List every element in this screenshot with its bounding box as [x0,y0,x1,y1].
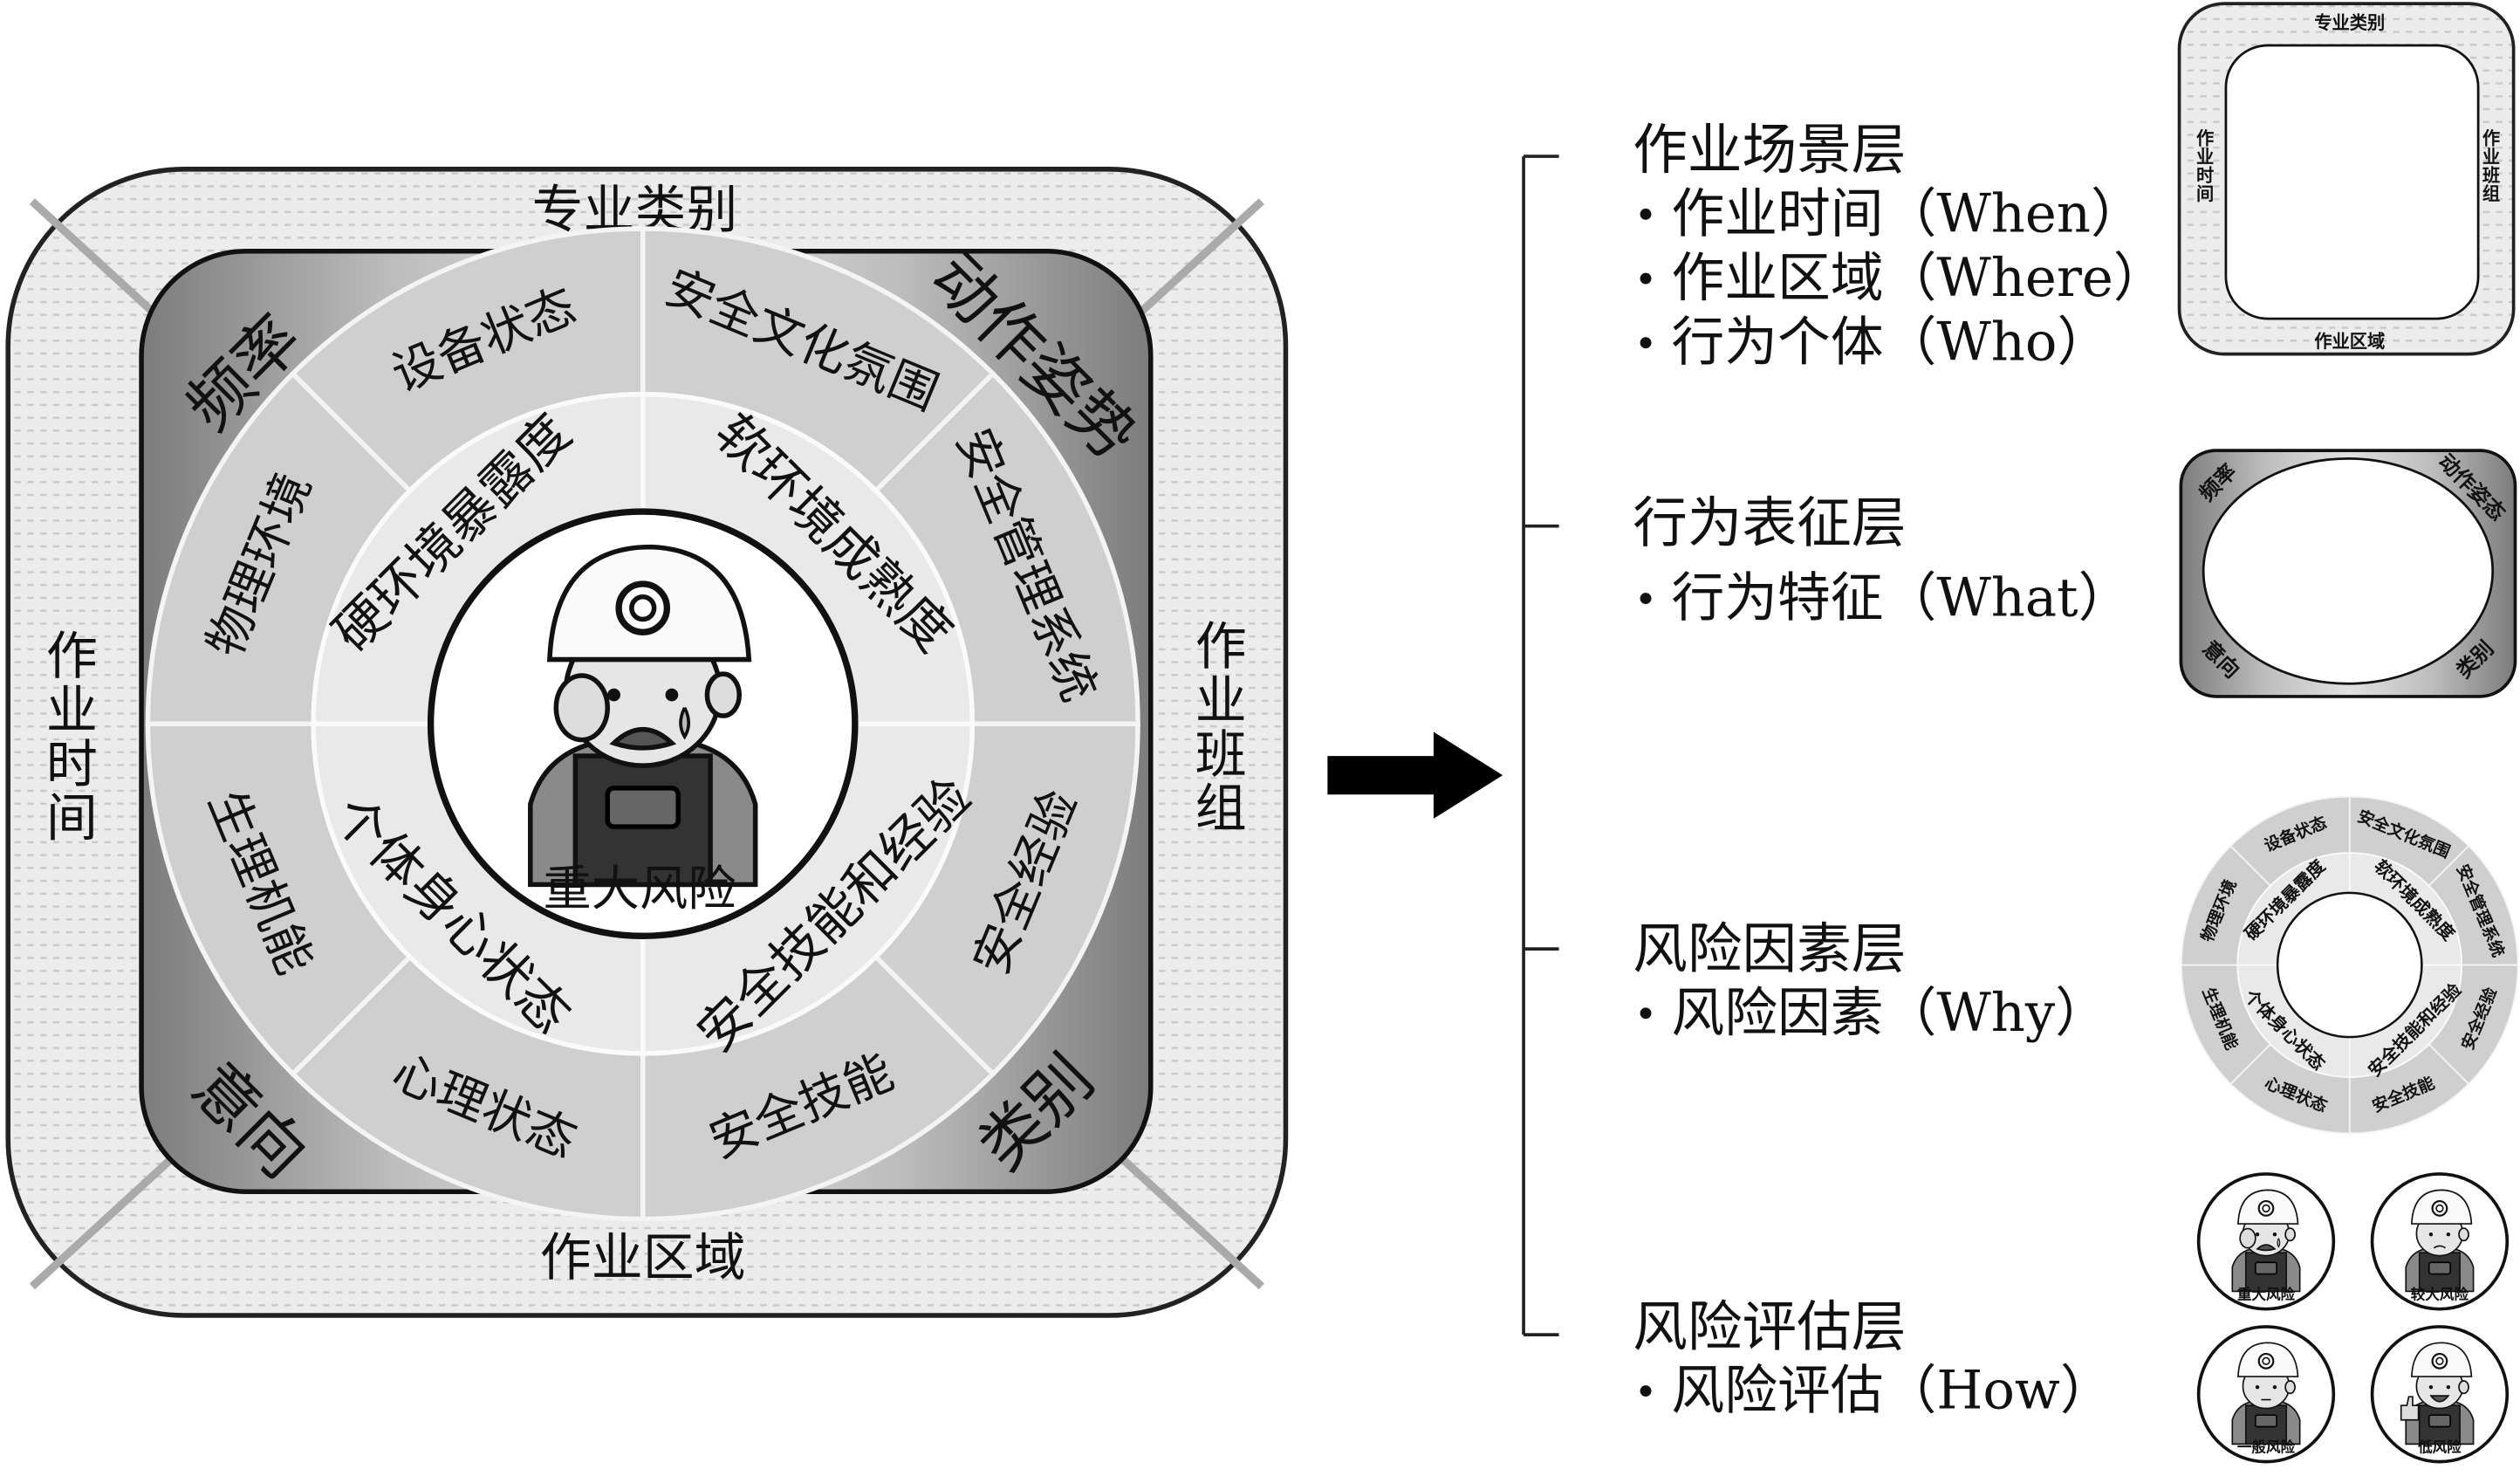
main-diagram: 专业类别作业区域作业时间作业班组频率动作姿势意向类别安全文化氛围安全管理系统安全… [5,167,1289,1318]
risk-level-label: 较大风险 [2411,1286,2469,1303]
overalls-pocket [605,786,681,829]
thumb-label-top: 专业类别 [2314,12,2385,33]
layer-thumbnails: 专业类别作业区域 作业时间 作业班组频率动作姿态意向类别安全文化氛围安全管理系统安全… [2177,2,2519,1464]
thumbnail-risk-factor-wheel: 安全文化氛围安全管理系统安全经验安全技能心理状态生理机能物理环境设备状态软环境成… [2180,795,2519,1135]
tear-icon [679,706,691,740]
layer-bullet: 作业区域（Where） [1672,248,2167,309]
thumb-label-left: 作业时间 [2193,127,2214,203]
overalls-pocket [2255,1414,2277,1428]
layer-title: 风险因素层 [1633,917,1906,981]
risk-level-label: 重大风险 [2237,1286,2296,1303]
risk-level-badge: 较大风险 [2370,1172,2510,1311]
worker-ear [2284,1227,2296,1242]
worker-eye [2272,1232,2277,1237]
helmet-lamp [2257,1352,2275,1370]
right-arrow-icon [1327,731,1503,819]
layer-bullet: 作业时间（When） [1672,183,2144,244]
center-risk-label: 重大风险 [544,862,736,917]
frame-label-right: 作业班组 [1187,619,1247,835]
worker-illustration [528,544,758,888]
worker-mouth [2429,1395,2450,1403]
worker-eye [2428,1384,2434,1390]
frame-label-left: 作业时间 [38,628,98,845]
helmet-lamp [2431,1352,2448,1370]
helmet-lamp [615,580,671,635]
bullet-icon [1640,272,1652,285]
helmet-lamp-lens [2435,1356,2444,1366]
layer-title: 风险评估层 [1633,1294,1906,1358]
frame-label-bottom: 作业区域 [540,1227,746,1287]
worker-ear [704,671,743,718]
layer-bullet: 行为个体（Who） [1672,312,2111,374]
worker-mouth [2433,1245,2446,1249]
tear-icon [2277,1238,2281,1248]
thumbnail-behavior-layer: 频率动作姿态意向类别 [2179,449,2517,698]
worker-illustration [2400,1342,2475,1445]
worker-ear [2284,1380,2296,1395]
helmet-lamp [2431,1199,2448,1217]
layer-bullet: 风险评估（How） [1672,1361,2113,1422]
worker-eye [2255,1232,2260,1237]
worker-eye [607,688,620,702]
risk-level-badge: 低风险 [2370,1325,2510,1464]
thumb-label-right: 作业班组 [2479,127,2500,203]
worker-ear [2458,1227,2469,1242]
worker-ear [2458,1380,2469,1395]
worker-illustration [2231,1342,2301,1445]
worker-illustration [2405,1189,2475,1293]
helmet-lamp-lens [2435,1204,2444,1213]
thumb-scene-inner [2224,44,2480,320]
risk-level-badge: 重大风险 [2196,1172,2336,1311]
worker-eye [2446,1232,2451,1237]
worker-eye [2446,1384,2451,1390]
helmet-lamp-lens [2262,1356,2270,1366]
bullet-icon [1640,593,1652,605]
worker-mouth [2256,1244,2277,1252]
bullet-icon [1640,208,1652,220]
layer-title: 作业场景层 [1633,118,1906,182]
worker-illustration [2231,1189,2301,1293]
worker-hand [553,673,610,743]
worker-eye [2272,1384,2277,1390]
worker-hand [2239,1227,2256,1249]
overalls-pocket [2255,1261,2277,1275]
center-circle [2276,891,2423,1039]
worker-eye [2255,1384,2260,1390]
bullet-icon [1640,1007,1652,1020]
helmet-lamp-lens [2262,1204,2270,1213]
layer-bracket [1522,154,1559,1336]
thumb-label-bottom: 作业区域 [2314,331,2385,352]
bullet-icon [1640,337,1652,349]
layer-bullet: 行为特征（What） [1672,568,2132,629]
layer-bullet: 风险因素（Why） [1672,983,2109,1044]
worker-eye [2428,1232,2434,1237]
layer-title: 行为表征层 [1633,491,1906,555]
helmet-lamp-lens [629,594,657,622]
risk-level-badge: 一般风险 [2196,1325,2336,1464]
worker-eye [665,688,679,702]
bullet-icon [1640,1385,1652,1397]
thumbs-up-icon [2400,1396,2420,1421]
thumb-behavior-inner [2202,457,2495,685]
helmet-lamp [2257,1199,2275,1217]
worker-mouth [609,726,677,751]
risk-level-label: 低风险 [2417,1438,2462,1456]
overalls-pocket [2428,1261,2451,1275]
overalls-pocket [2428,1414,2451,1428]
risk-level-label: 一般风险 [2237,1438,2296,1456]
